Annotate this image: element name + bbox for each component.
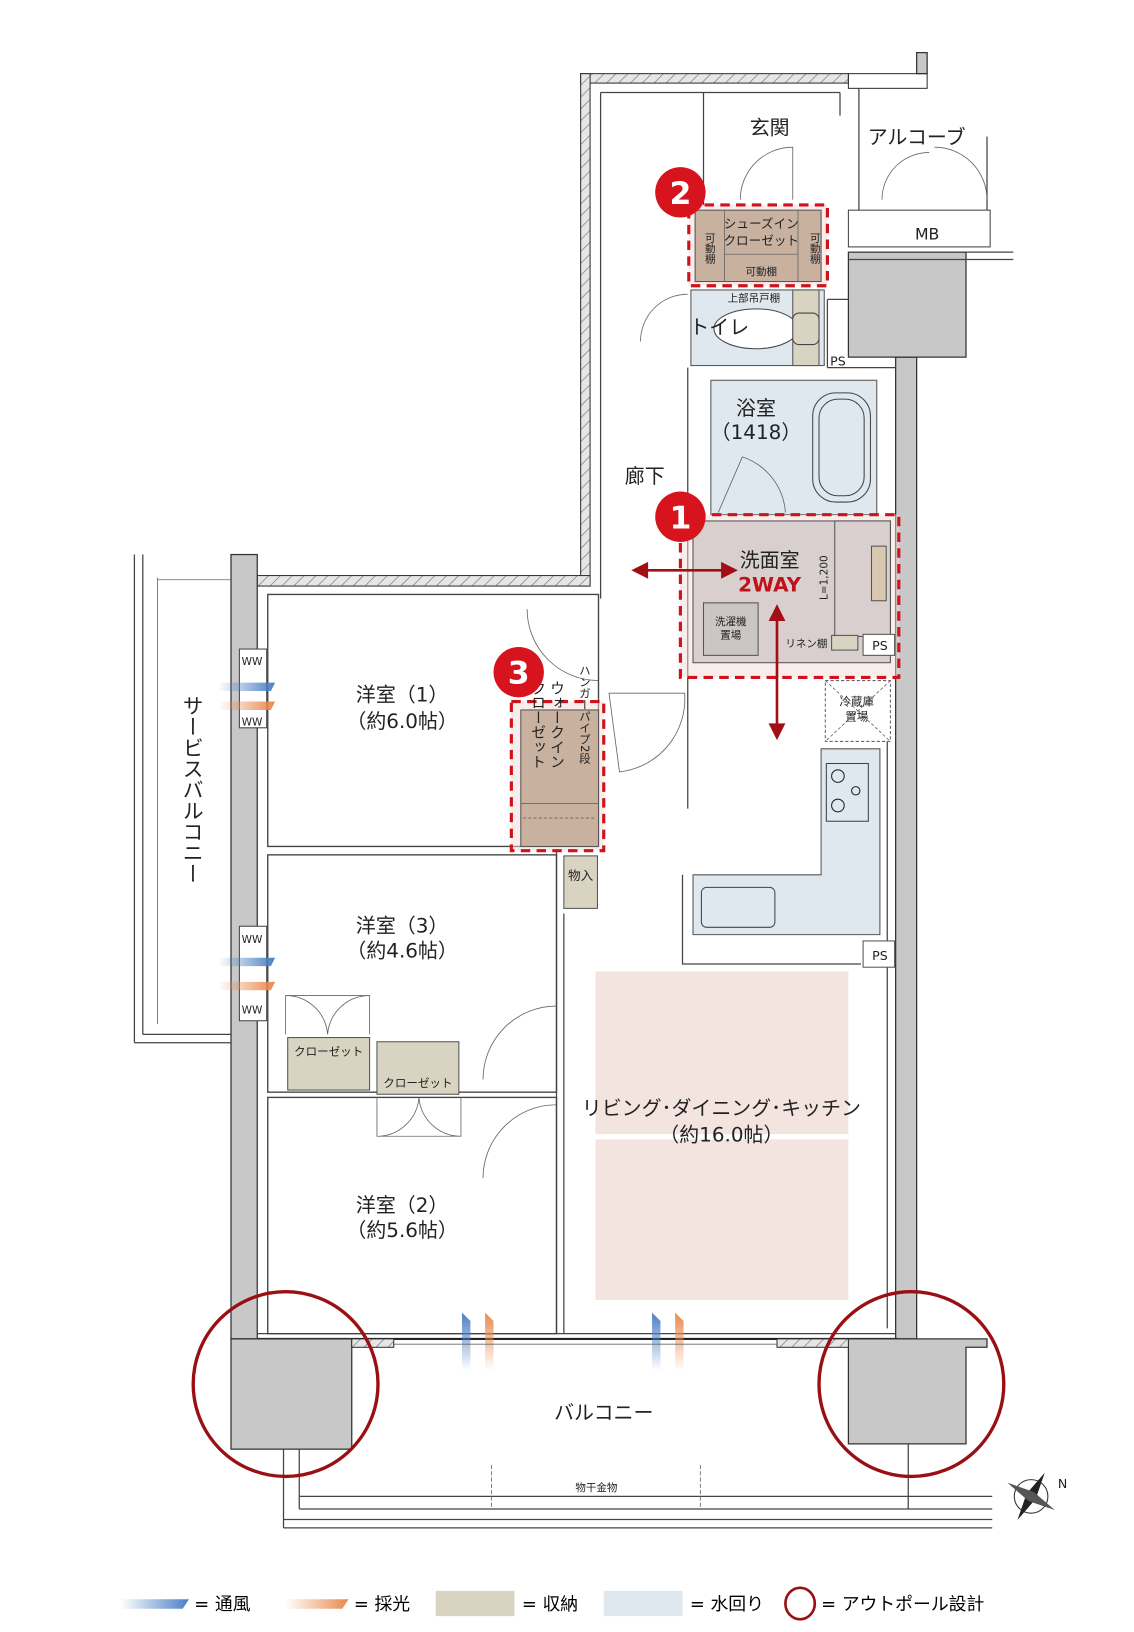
washroom: 洗濯機 置場 洗面室 2WAY L=1,200 リネン棚 PS	[692, 520, 896, 664]
western-room-1: 洋室（1）	[356, 683, 448, 707]
svg-text:2WAY: 2WAY	[738, 572, 801, 596]
ventilation-legend-swatch	[120, 1599, 189, 1609]
svg-text:ウォークイン: ウォークイン	[548, 681, 565, 769]
svg-text:置場: 置場	[720, 629, 741, 642]
svg-text:洗濯機: 洗濯機	[715, 615, 747, 628]
ldk: リビング･ダイニング･キッチン （約16.0帖）	[582, 971, 861, 1301]
svg-text:物入: 物入	[568, 868, 594, 883]
svg-text:WW: WW	[242, 717, 263, 729]
svg-text:クローゼット: クローゼット	[294, 1044, 363, 1058]
water-legend-swatch	[603, 1590, 683, 1617]
svg-text:= アウトポール設計: = アウトポール設計	[821, 1594, 984, 1615]
marker-1: 1	[655, 491, 706, 542]
western-room-3: 洋室（3）	[356, 914, 448, 938]
western-room-2-size: （約5.6帖）	[346, 1218, 457, 1242]
hallway-label: 廊下	[625, 464, 665, 488]
storage-mono-ire: 物入	[563, 855, 598, 909]
svg-text:冷蔵庫: 冷蔵庫	[839, 695, 874, 709]
kitchen-counter: PS	[681, 748, 896, 968]
svg-text:= 水回り: = 水回り	[690, 1594, 764, 1615]
svg-text:リビング･ダイニング･キッチン: リビング･ダイニング･キッチン	[582, 1096, 861, 1120]
walk-in-closet: クローゼット ウォークイン ハンガーパイプ2段	[520, 664, 600, 847]
svg-text:= 採光: = 採光	[354, 1594, 410, 1615]
svg-text:1: 1	[669, 500, 691, 536]
svg-text:N: N	[1058, 1476, 1067, 1491]
2way-arrows	[631, 561, 786, 741]
svg-text:置場: 置場	[845, 709, 869, 723]
svg-text:WW: WW	[242, 1004, 263, 1016]
svg-text:WW: WW	[242, 934, 263, 946]
balcony: バルコニー 物干金物	[230, 1338, 993, 1529]
svg-text:2: 2	[669, 176, 691, 212]
svg-text:クローゼット: クローゼット	[723, 233, 799, 248]
outpole-circles	[191, 1289, 1006, 1479]
svg-text:L=1,200: L=1,200	[818, 555, 830, 600]
svg-text:ハンガーパイプ2段: ハンガーパイプ2段	[578, 664, 592, 764]
svg-text:可動棚: 可動棚	[704, 232, 716, 264]
svg-text:PS: PS	[872, 638, 888, 653]
western-room-2: 洋室（2）	[356, 1193, 448, 1217]
shoes-in-closet: シューズイン クローゼット 可動棚 可動棚 可動棚	[694, 209, 822, 283]
svg-text:WW: WW	[242, 656, 263, 668]
svg-text:可動棚: 可動棚	[809, 232, 821, 264]
service-balcony-label: サービスバルコニー	[180, 695, 204, 884]
svg-text:トイレ: トイレ	[689, 315, 749, 339]
svg-text:= 通風: = 通風	[194, 1594, 250, 1615]
ventilation-arrows	[218, 682, 684, 1371]
svg-text:= 収納: = 収納	[522, 1594, 578, 1615]
storage-legend-swatch	[435, 1590, 515, 1617]
svg-text:（約16.0帖）: （約16.0帖）	[659, 1123, 783, 1147]
mb-label: MB	[915, 225, 939, 244]
svg-text:クローゼット: クローゼット	[383, 1076, 452, 1090]
svg-text:（1418）: （1418）	[711, 420, 802, 444]
marker-3: 3	[493, 646, 544, 698]
western-room-3-size: （約4.6帖）	[346, 939, 457, 963]
svg-text:3: 3	[508, 656, 530, 692]
legend: = 通風 = 採光 = 収納 = 水回り = アウトポール設計	[120, 1586, 985, 1621]
light-legend-swatch	[285, 1599, 349, 1609]
svg-text:シューズイン: シューズイン	[724, 216, 799, 231]
svg-text:物干金物: 物干金物	[575, 1481, 617, 1494]
svg-text:浴室: 浴室	[736, 396, 776, 420]
entrance-label: 玄関	[750, 116, 790, 140]
svg-text:バルコニー: バルコニー	[554, 1401, 653, 1425]
outpole-legend-swatch	[784, 1586, 817, 1621]
svg-text:リネン棚: リネン棚	[785, 637, 827, 650]
western-room-1-size: （約6.0帖）	[346, 709, 457, 733]
compass-icon: N	[1007, 1472, 1067, 1521]
svg-text:PS: PS	[872, 948, 888, 963]
toilet-room: 上部吊戸棚 トイレ PS	[640, 289, 846, 369]
svg-text:PS: PS	[830, 354, 846, 369]
bathroom: 浴室 （1418）	[710, 379, 878, 516]
svg-text:可動棚: 可動棚	[746, 265, 778, 278]
fridge-space: 冷蔵庫 置場	[824, 680, 891, 742]
marker-2: 2	[655, 167, 706, 218]
svg-text:クローゼット: クローゼット	[529, 681, 546, 769]
closets: クローゼット クローゼット	[285, 995, 557, 1179]
alcove-label: アルコーブ	[868, 125, 966, 149]
svg-text:洗面室: 洗面室	[740, 548, 800, 572]
svg-text:上部吊戸棚: 上部吊戸棚	[728, 292, 781, 305]
window-left-2: WW WW	[238, 925, 268, 1022]
